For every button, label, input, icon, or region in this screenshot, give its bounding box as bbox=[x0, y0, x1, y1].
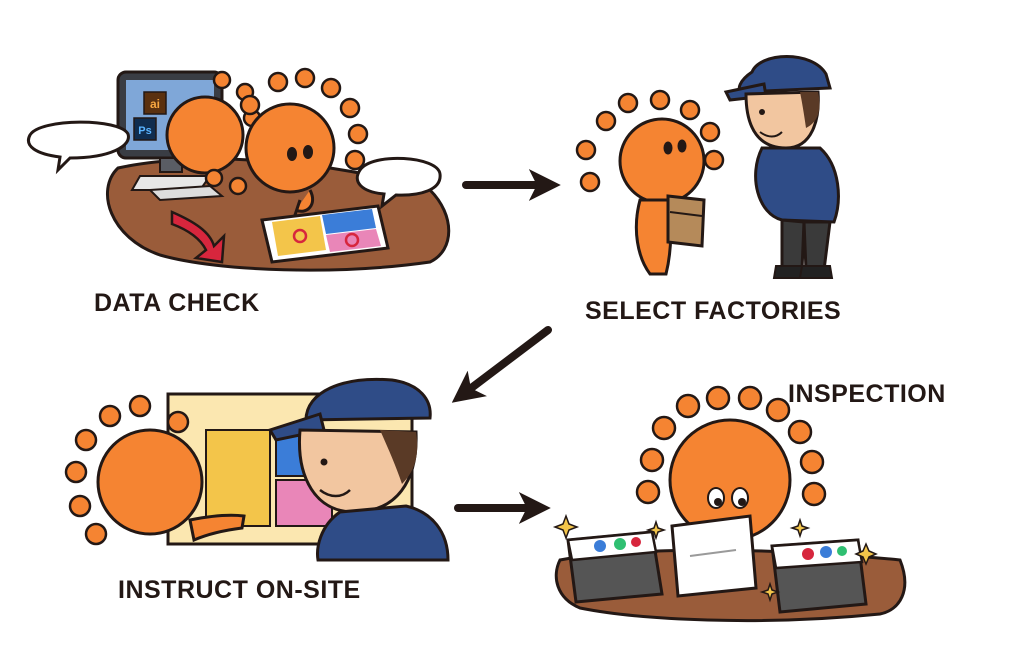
step-label-select-factories: SELECT FACTORIES bbox=[585, 297, 842, 325]
sparkle-icon bbox=[645, 519, 667, 541]
sparkle-icon bbox=[552, 513, 580, 541]
sparkle-icon bbox=[759, 581, 781, 603]
keyboard bbox=[147, 184, 225, 202]
mascot-character-front bbox=[239, 67, 369, 225]
step-label-data-check: DATA CHECK bbox=[94, 289, 260, 317]
inspection-sheet bbox=[670, 514, 758, 598]
instruct-on-site-scene bbox=[64, 377, 450, 562]
mascot-character-carrying-box bbox=[575, 89, 725, 276]
step-label-instruct-on-site: INSTRUCT ON-SITE bbox=[118, 576, 361, 604]
select-factories-scene bbox=[575, 55, 840, 279]
speech-bubble-left bbox=[27, 120, 130, 175]
sparkle-icon bbox=[854, 542, 878, 566]
arrow-down-left-icon bbox=[451, 326, 552, 403]
speech-bubble-right bbox=[355, 156, 442, 210]
mascot-character-pointing bbox=[64, 394, 246, 546]
inspection-scene bbox=[552, 385, 907, 623]
illustrator-icon: ai bbox=[143, 91, 167, 115]
print-proof-sheet bbox=[260, 204, 390, 264]
photoshop-icon-text: Ps bbox=[138, 125, 151, 137]
factory-worker bbox=[723, 55, 840, 279]
photoshop-icon: Ps bbox=[133, 117, 157, 141]
printed-stack-right bbox=[770, 538, 868, 614]
red-pointer-arrow bbox=[170, 210, 226, 264]
data-check-scene: ai Ps bbox=[27, 67, 451, 272]
illustrator-icon-text: ai bbox=[150, 97, 160, 111]
factory-worker-instructed bbox=[267, 377, 450, 562]
step-label-inspection: INSPECTION bbox=[788, 380, 946, 408]
printed-stack-left bbox=[566, 530, 664, 604]
flow-arrows bbox=[451, 169, 561, 524]
sparkle-icon bbox=[789, 517, 811, 539]
sparkle-icons bbox=[552, 513, 878, 603]
